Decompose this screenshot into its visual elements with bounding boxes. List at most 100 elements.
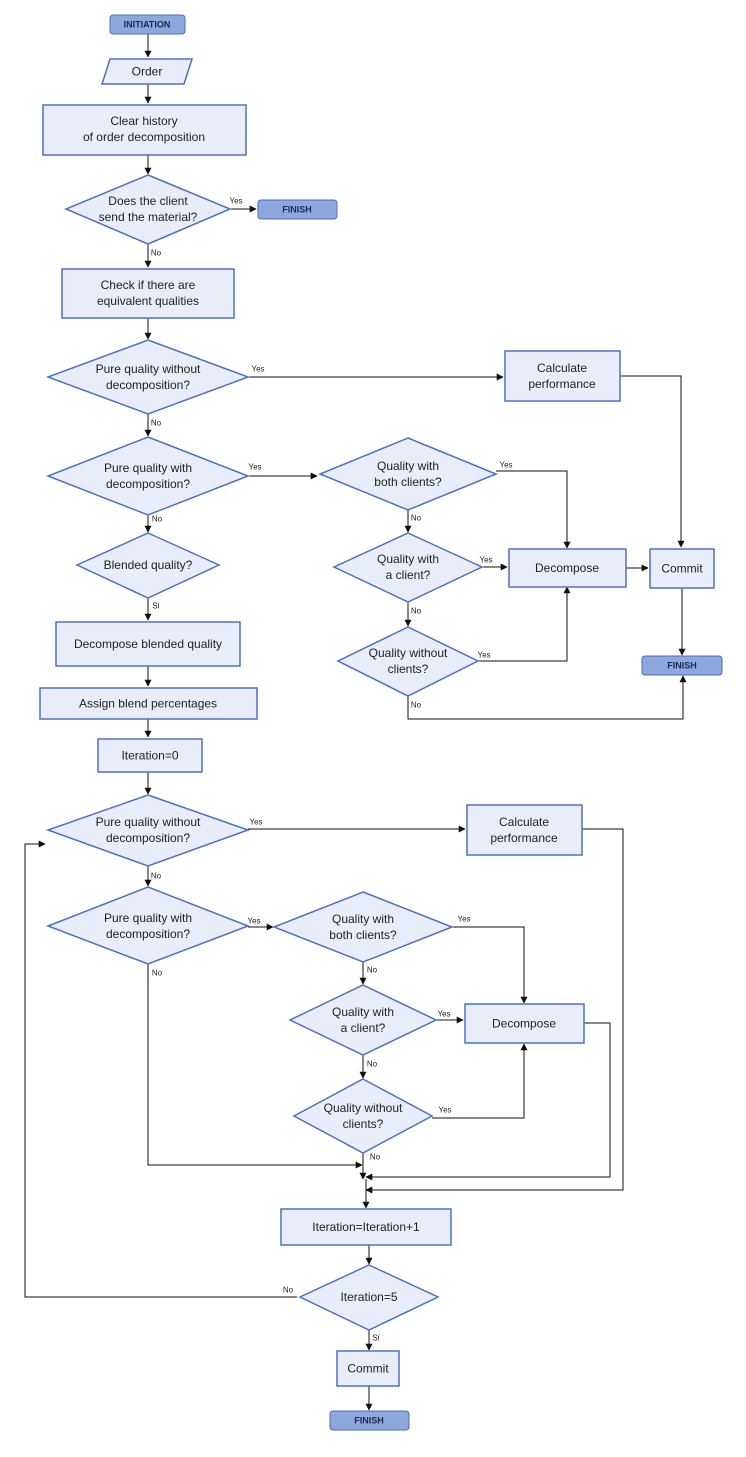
pure-wo-1-label-2: decomposition? xyxy=(106,378,190,392)
wo-clients-2-shape xyxy=(292,1078,434,1154)
finish-mid-shape xyxy=(641,655,723,676)
decompose-1-label: Decompose xyxy=(535,561,599,575)
client-material-label-2: send the material? xyxy=(99,210,198,224)
edge-calcperf1-commit1 xyxy=(620,375,685,548)
calc-perf-2-label-2: performance xyxy=(490,831,558,845)
check-equivalent-label-1: Check if there are xyxy=(101,278,196,292)
label-both-clients-2-yes: Yes xyxy=(457,915,470,924)
label-wo-clients-2-yes: Yes xyxy=(438,1106,451,1115)
finish-mid-label: FINISH xyxy=(667,661,697,671)
label-client-material-no: No xyxy=(151,249,162,258)
edge-purew2-no xyxy=(147,964,363,1169)
calc-perf-2-shape xyxy=(466,804,583,856)
finish-top-shape xyxy=(257,199,338,220)
a-client-1-shape xyxy=(332,532,484,603)
label-a-client-2-yes: Yes xyxy=(437,1010,450,1019)
wo-clients-2-label-1: Quality without xyxy=(324,1101,403,1115)
both-clients-1-decision: Quality with both clients? xyxy=(318,437,498,511)
blended-shape xyxy=(75,532,221,599)
a-client-2-label-1: Quality with xyxy=(332,1005,394,1019)
client-material-label-1: Does the client xyxy=(108,194,188,208)
finish-top-label: FINISH xyxy=(282,205,312,215)
calc-perf-1-node: Calculate performance xyxy=(504,350,621,402)
pure-wo-2-label-2: decomposition? xyxy=(106,831,190,845)
order-shape xyxy=(100,58,194,85)
clear-history-node: Clear history of order decomposition xyxy=(42,104,247,156)
order-node: Order xyxy=(100,58,194,85)
label-pure-wo-1-yes: Yes xyxy=(251,365,264,374)
edge-labels: Yes No Yes No Yes No Yes No Yes No Yes N… xyxy=(151,197,513,1343)
check-equivalent-label-2: equivalent qualities xyxy=(97,294,199,308)
edge-both1-yes xyxy=(496,470,571,549)
iteration5-shape xyxy=(298,1264,440,1331)
wo-clients-1-label-1: Quality without xyxy=(369,646,448,660)
decompose-blended-node: Decompose blended quality xyxy=(55,621,241,667)
label-wo-clients-1-yes: Yes xyxy=(477,651,490,660)
label-pure-w-1-yes: Yes xyxy=(248,463,261,472)
edge-woclients1-yes xyxy=(478,586,571,662)
a-client-1-decision: Quality with a client? xyxy=(332,532,484,603)
label-both-clients-1-no: No xyxy=(411,514,422,523)
label-both-clients-2-no: No xyxy=(367,966,378,975)
iteration5-decision: Iteration=5 xyxy=(298,1264,440,1331)
commit-2-shape xyxy=(336,1350,400,1387)
edges xyxy=(24,34,687,1411)
wo-clients-2-label-2: clients? xyxy=(343,1117,384,1131)
commit-2-label: Commit xyxy=(347,1362,389,1376)
pure-wo-1-decision: Pure quality without decomposition? xyxy=(45,339,251,415)
both-clients-2-label-1: Quality with xyxy=(332,912,394,926)
iteration-inc-shape xyxy=(280,1208,452,1246)
a-client-2-decision: Quality with a client? xyxy=(288,984,438,1056)
both-clients-2-shape xyxy=(271,891,455,963)
label-pure-w-2-no: No xyxy=(152,969,163,978)
pure-w-1-decision: Pure quality with decomposition? xyxy=(45,436,251,516)
client-material-shape xyxy=(64,174,232,245)
edge-woclients2-yes xyxy=(432,1043,528,1119)
commit-2-node: Commit xyxy=(336,1350,400,1387)
finish-bottom-shape xyxy=(329,1410,410,1431)
pure-w-1-label-1: Pure quality with xyxy=(104,461,192,475)
iteration5-label: Iteration=5 xyxy=(340,1290,397,1304)
order-label: Order xyxy=(132,65,163,79)
initiation-shape xyxy=(109,14,186,35)
iteration-inc-label: Iteration=Iteration+1 xyxy=(312,1220,420,1234)
initiation-node: INITIATION xyxy=(109,14,186,35)
assign-blend-shape xyxy=(39,687,258,720)
edge-calcperf2-merge xyxy=(365,828,624,1194)
check-equivalent-shape xyxy=(61,268,235,319)
calc-perf-1-label-1: Calculate xyxy=(537,361,587,375)
label-wo-clients-1-no: No xyxy=(411,701,422,710)
label-wo-clients-2-no: No xyxy=(370,1153,381,1162)
pure-w-2-shape xyxy=(45,886,251,965)
a-client-1-label-2: a client? xyxy=(386,568,431,582)
label-pure-wo-2-no: No xyxy=(151,872,162,881)
label-iteration5-si: Sí xyxy=(372,1334,380,1343)
a-client-2-label-2: a client? xyxy=(341,1021,386,1035)
pure-wo-2-label-1: Pure quality without xyxy=(96,815,201,829)
pure-wo-2-decision: Pure quality without decomposition? xyxy=(45,794,251,867)
check-equivalent-node: Check if there are equivalent qualities xyxy=(61,268,235,319)
assign-blend-node: Assign blend percentages xyxy=(39,687,258,720)
iteration0-shape xyxy=(97,738,203,773)
pure-w-1-shape xyxy=(45,436,251,516)
edge-woclients1-no xyxy=(407,675,687,720)
label-both-clients-1-yes: Yes xyxy=(499,461,512,470)
wo-clients-1-decision: Quality without clients? xyxy=(336,626,480,697)
label-client-material-yes: Yes xyxy=(229,197,242,206)
both-clients-1-label-1: Quality with xyxy=(377,459,439,473)
calc-perf-1-shape xyxy=(504,350,621,402)
label-iteration5-no: No xyxy=(283,1286,294,1295)
pure-wo-1-label-1: Pure quality without xyxy=(96,362,201,376)
wo-clients-2-decision: Quality without clients? xyxy=(292,1078,434,1154)
finish-top-node: FINISH xyxy=(257,199,338,220)
pure-w-2-label-2: decomposition? xyxy=(106,927,190,941)
label-a-client-2-no: No xyxy=(367,1060,378,1069)
iteration0-node: Iteration=0 xyxy=(97,738,203,773)
decompose-2-label: Decompose xyxy=(492,1017,556,1031)
label-pure-w-2-yes: Yes xyxy=(247,917,260,926)
blended-decision: Blended quality? xyxy=(75,532,221,599)
client-material-decision: Does the client send the material? xyxy=(64,174,232,245)
commit-1-shape xyxy=(649,548,715,589)
finish-bottom-label: FINISH xyxy=(354,1416,384,1426)
